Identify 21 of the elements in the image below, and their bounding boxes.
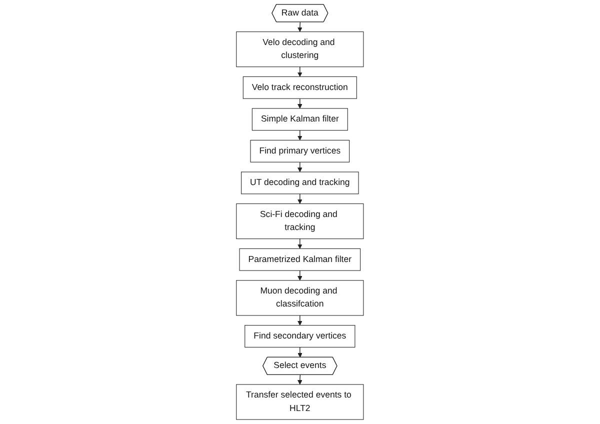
node-box: Velo decoding and clustering <box>236 32 364 68</box>
arrow <box>298 374 302 385</box>
arrow <box>298 238 302 249</box>
arrow <box>298 315 302 326</box>
arrow <box>298 98 302 109</box>
arrow <box>298 22 302 32</box>
arrow <box>298 270 302 281</box>
arrow <box>298 346 302 358</box>
node-box: Simple Kalman filter <box>252 108 348 131</box>
node-box: Velo track reconstruction <box>242 76 357 99</box>
node-box: Sci-Fi decoding and tracking <box>236 204 364 240</box>
arrow <box>298 130 302 140</box>
node-box: Find primary vertices <box>250 140 350 162</box>
node-box: Transfer selected events to HLT2 <box>236 384 364 420</box>
arrow <box>298 194 302 204</box>
node-box: Parametrized Kalman filter <box>239 248 361 271</box>
node-box: UT decoding and tracking <box>241 172 359 194</box>
node-box: Find secondary vertices <box>244 325 356 348</box>
node-box: Muon decoding and classifcation <box>236 280 364 316</box>
arrow <box>298 162 302 172</box>
arrow <box>298 66 302 77</box>
